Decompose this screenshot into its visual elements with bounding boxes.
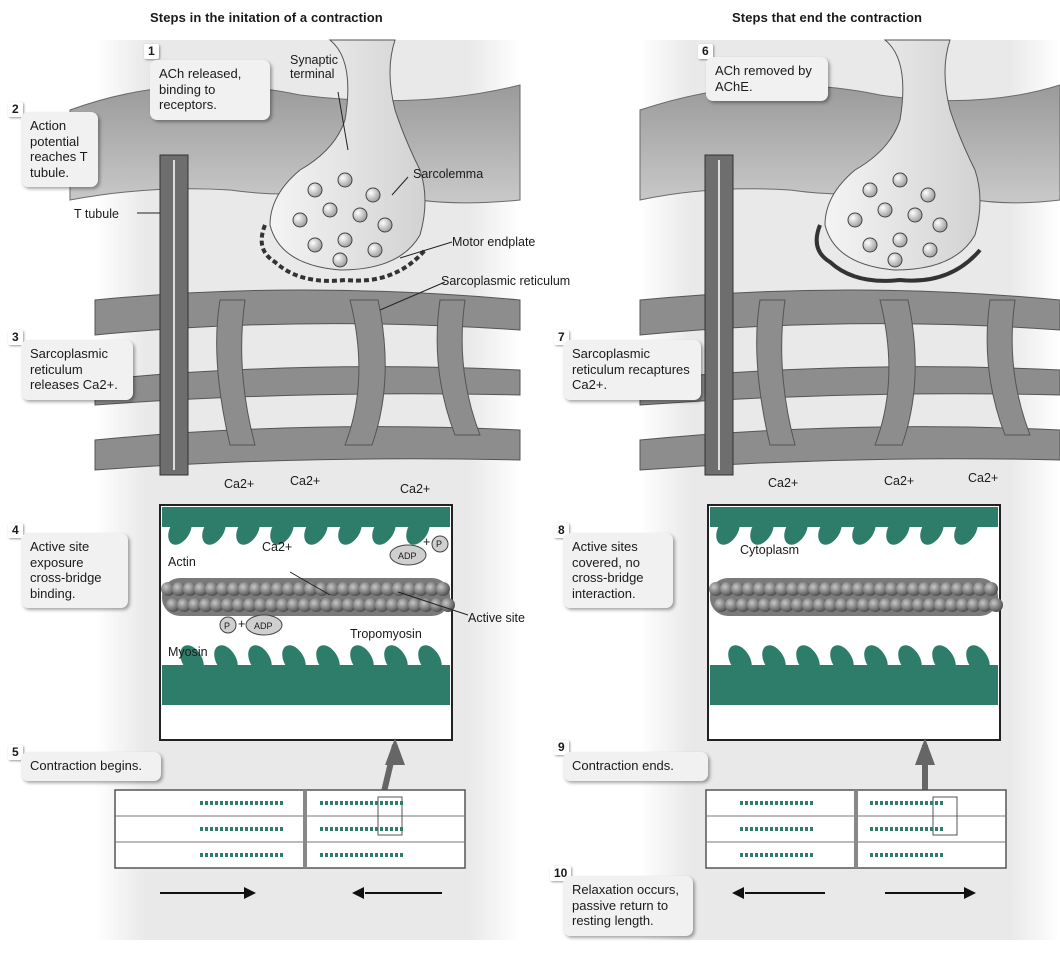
- actin-bead: [989, 598, 1003, 612]
- vesicle: [888, 253, 902, 267]
- vesicle: [366, 188, 380, 202]
- vesicle: [848, 213, 862, 227]
- ca-label-1: Ca2+: [224, 477, 254, 491]
- tropomyosin-label: Tropomyosin: [350, 627, 422, 641]
- vesicle: [878, 203, 892, 217]
- motor-endplate-label: Motor endplate: [452, 235, 535, 249]
- vesicle: [923, 243, 937, 257]
- step-4-number: 4: [8, 523, 23, 538]
- vesicle: [863, 238, 877, 252]
- step-2-number: 2: [8, 102, 23, 117]
- left-header: Steps in the initation of a contraction: [150, 10, 383, 25]
- step-5-box: Contraction begins.: [21, 752, 161, 781]
- ca-label-panel: Ca2+: [262, 540, 292, 554]
- t-tubule-label: T tubule: [74, 207, 119, 221]
- left-sarcoplasmic-reticulum: [95, 290, 520, 470]
- vesicle: [893, 173, 907, 187]
- vesicle: [893, 233, 907, 247]
- ca-label-2: Ca2+: [290, 474, 320, 488]
- vesicle: [378, 218, 392, 232]
- plus-label-bottom: +: [238, 617, 245, 631]
- cytoplasm-label: Cytoplasm: [740, 543, 799, 557]
- step-2-box: Action potential reaches T tubule.: [21, 112, 98, 187]
- adp-label-bottom: ADP: [254, 619, 273, 633]
- vesicle: [308, 238, 322, 252]
- step-7-box: Sarcoplasmic reticulum recaptures Ca2+.: [563, 340, 701, 400]
- actin-bead: [984, 582, 998, 596]
- right-t-tubule: [705, 155, 733, 475]
- actin-bead: [436, 582, 450, 596]
- ca-label-3: Ca2+: [400, 482, 430, 496]
- plus-label-top: +: [423, 535, 430, 549]
- actin-label: Actin: [168, 555, 196, 569]
- step-1-number: 1: [144, 44, 159, 59]
- vesicle: [908, 208, 922, 222]
- left-t-tubule: [160, 155, 188, 475]
- left-sarcomere: [115, 790, 465, 868]
- ca-label-5: Ca2+: [884, 474, 914, 488]
- step-4-box: Active site exposure cross-bridge bindin…: [21, 533, 128, 608]
- step-1-box: ACh released, binding to receptors.: [150, 60, 270, 120]
- synaptic-terminal-label: Synaptic terminal: [290, 53, 360, 81]
- vesicle: [863, 183, 877, 197]
- right-sarcoplasmic-reticulum: [640, 290, 1060, 470]
- vesicle: [293, 213, 307, 227]
- step-10-box: Relaxation occurs, passive return to res…: [563, 876, 693, 936]
- active-site-label: Active site: [468, 611, 525, 625]
- vesicle: [933, 218, 947, 232]
- vesicle: [368, 243, 382, 257]
- step-9-box: Contraction ends.: [563, 752, 708, 781]
- myosin-label: Myosin: [168, 645, 208, 659]
- step-7-text: Sarcoplasmic reticulum recaptures Ca2+.: [572, 346, 690, 392]
- step-6-box: ACh removed by AChE.: [706, 57, 828, 101]
- step-8-box: Active sites covered, no cross-bridge in…: [563, 533, 673, 608]
- vesicle: [323, 203, 337, 217]
- adp-label-top: ADP: [398, 549, 417, 563]
- step-3-number: 3: [8, 330, 23, 345]
- vesicle: [333, 253, 347, 267]
- right-header: Steps that end the contraction: [732, 10, 922, 25]
- p-label-bottom: P: [224, 619, 230, 633]
- ca-label-4: Ca2+: [768, 476, 798, 490]
- ca-label-6: Ca2+: [968, 471, 998, 485]
- sarcoplasmic-reticulum-label: Sarcoplasmic reticulum: [441, 274, 570, 288]
- vesicle: [338, 233, 352, 247]
- step-3-box: Sarcoplasmic reticulum releases Ca2+.: [21, 340, 133, 400]
- vesicle: [308, 183, 322, 197]
- step-3-text: Sarcoplasmic reticulum releases Ca2+.: [30, 346, 118, 392]
- vesicle: [921, 188, 935, 202]
- vesicle: [338, 173, 352, 187]
- vesicle: [353, 208, 367, 222]
- sarcolemma-label: Sarcolemma: [413, 167, 483, 181]
- p-label-top: P: [436, 537, 442, 551]
